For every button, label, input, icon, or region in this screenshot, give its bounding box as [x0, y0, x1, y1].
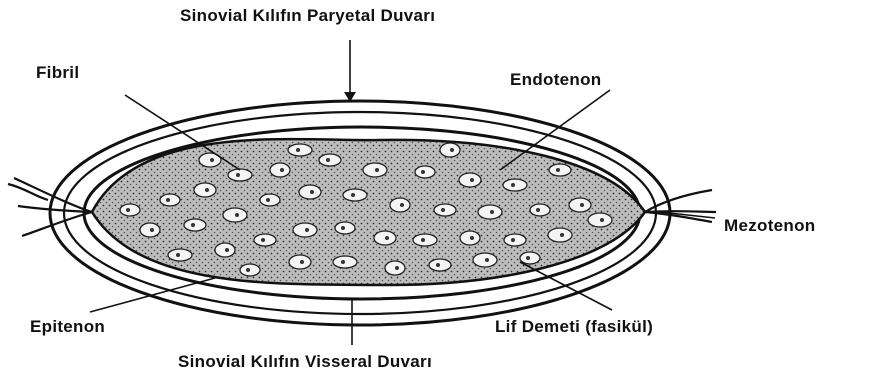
cell-dot [166, 198, 170, 202]
cell-dot [485, 258, 489, 262]
cell-dot [556, 168, 560, 172]
label-mezotenon: Mezotenon [724, 216, 815, 236]
cell-dot [560, 233, 564, 237]
cell-dot [205, 188, 209, 192]
cell-dot [280, 168, 284, 172]
cell-dot [305, 228, 309, 232]
cell-dot [191, 223, 195, 227]
label-lif-demeti: Lif Demeti (fasikül) [495, 317, 653, 337]
cell-dot [375, 168, 379, 172]
cell-dot [526, 256, 530, 260]
cell-dot [421, 238, 425, 242]
cell-dot [450, 148, 454, 152]
cell-dot [341, 260, 345, 264]
cell-dot [600, 218, 604, 222]
cell-dot [441, 208, 445, 212]
label-parietal-wall: Sinovial Kılıfın Paryetal Duvarı [180, 6, 435, 26]
cell-dot [536, 208, 540, 212]
cell-dot [511, 183, 515, 187]
cell-dot [210, 158, 214, 162]
cell-dot [385, 236, 389, 240]
cell-dot [266, 198, 270, 202]
cell-dot [126, 208, 130, 212]
cell-dot [296, 148, 300, 152]
cell-dot [310, 190, 314, 194]
label-visceral-wall: Sinovial Kılıfın Visseral Duvarı [178, 352, 432, 372]
label-fibril: Fibril [36, 63, 79, 83]
cell-dot [176, 253, 180, 257]
cell-dot [236, 173, 240, 177]
cell-dot [326, 158, 330, 162]
cell-dot [400, 203, 404, 207]
cell-dot [511, 238, 515, 242]
label-endotenon: Endotenon [510, 70, 601, 90]
cell-dot [235, 213, 239, 217]
cell-dot [351, 193, 355, 197]
cell-dot [490, 210, 494, 214]
label-epitenon: Epitenon [30, 317, 105, 337]
cell-dot [395, 266, 399, 270]
cell-dot [246, 268, 250, 272]
cell-dot [470, 178, 474, 182]
cell-dot [470, 236, 474, 240]
fiber-bundle [92, 139, 645, 285]
cell-dot [150, 228, 154, 232]
cell-dot [580, 203, 584, 207]
cell-dot [225, 248, 229, 252]
cell-dot [261, 238, 265, 242]
cell-dot [421, 170, 425, 174]
cell-dot [436, 263, 440, 267]
cell-dot [300, 260, 304, 264]
cell-dot [341, 226, 345, 230]
